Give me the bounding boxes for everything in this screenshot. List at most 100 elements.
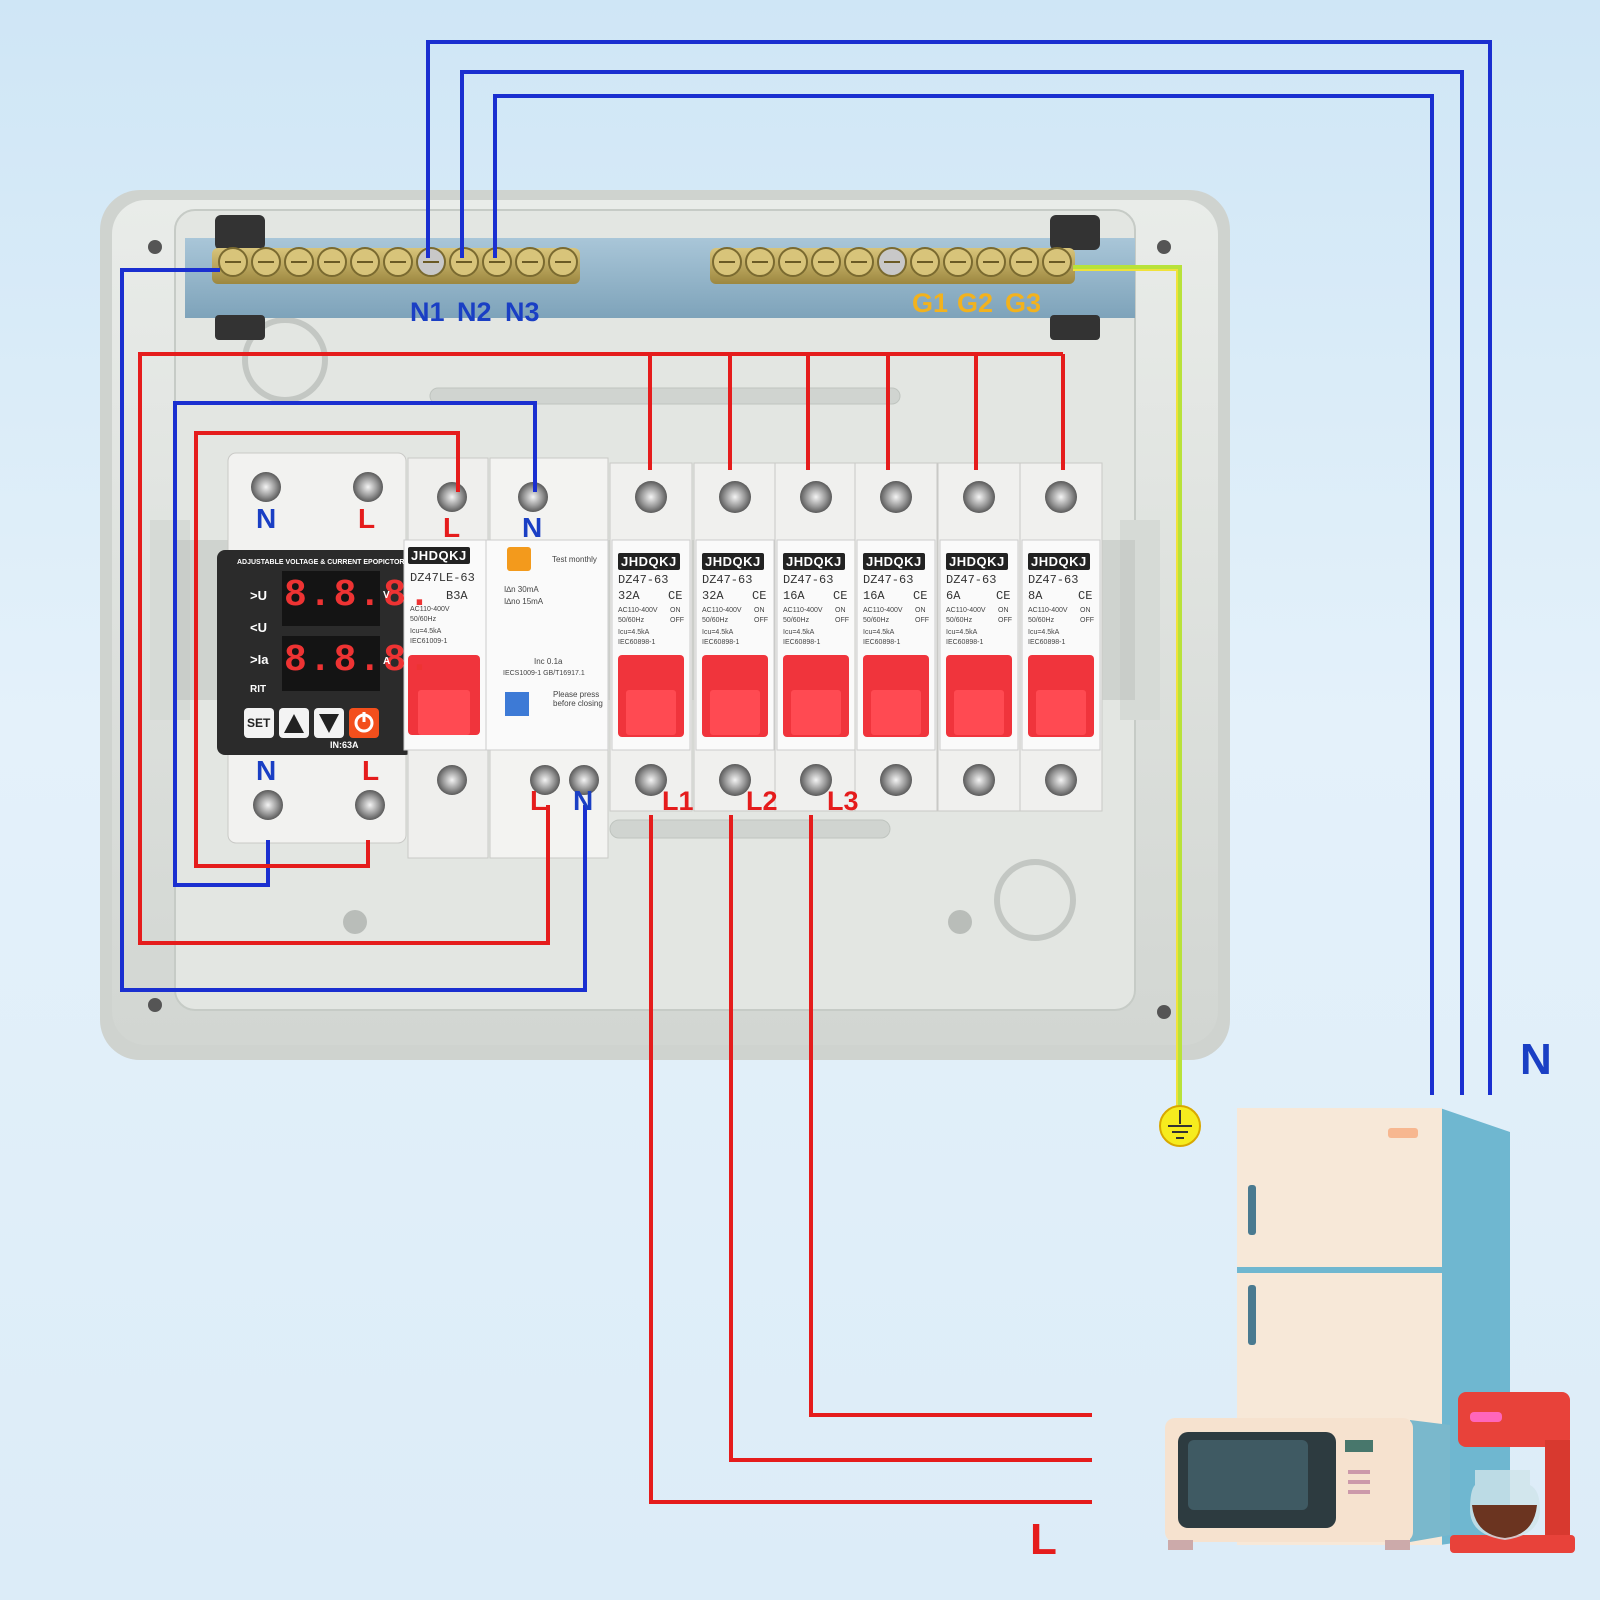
breaker-3-rating: 16A bbox=[783, 589, 805, 603]
breaker-4-spec-frequency: 50/60Hz bbox=[863, 617, 890, 624]
breaker-1-output-label: L1 bbox=[662, 786, 694, 816]
breaker-6-rating: 8A bbox=[1028, 589, 1043, 603]
terminal-screw bbox=[518, 482, 548, 512]
rcbo-spec-icu: Icu=4.5kA bbox=[410, 628, 442, 635]
breaker-4-brand: JHDQKJ bbox=[863, 553, 925, 570]
breaker-1-top-screw bbox=[635, 481, 667, 513]
voltage-display: 8.8.8. bbox=[284, 574, 433, 617]
breaker-bank bbox=[609, 462, 1103, 812]
output-wire-l2 bbox=[729, 815, 1092, 1462]
terminal-screw bbox=[437, 482, 467, 512]
breaker-3-model: DZ47-63 bbox=[783, 573, 834, 587]
rcbo-idn: I∆n 30mA bbox=[504, 585, 539, 594]
breaker-3-brand: JHDQKJ bbox=[783, 553, 845, 570]
breaker-5-on-label: ON bbox=[998, 607, 1009, 614]
breaker-1-on-label: ON bbox=[670, 607, 681, 614]
rcbo-press-text: Please press before closing bbox=[553, 690, 603, 708]
live-main-label: L bbox=[1030, 1515, 1057, 1564]
terminal-screw bbox=[355, 790, 385, 820]
rcbo-spec-voltage: AC110-400V bbox=[410, 606, 450, 613]
breaker-2-off-label: OFF bbox=[754, 617, 768, 624]
breaker-4-bottom-screw bbox=[880, 764, 912, 796]
breaker-1-rating: 32A bbox=[618, 589, 640, 603]
breaker-3-output-label: L3 bbox=[827, 786, 859, 816]
breaker-5-spec-icu: Icu=4.5kA bbox=[946, 629, 978, 636]
rcbo-rating: B3A bbox=[446, 589, 468, 603]
meter-neutral-wire bbox=[173, 401, 537, 887]
breaker-6-on-label: ON bbox=[1080, 607, 1091, 614]
meter-top-l-label: L bbox=[358, 503, 376, 534]
breaker-3-spec-frequency: 50/60Hz bbox=[783, 617, 810, 624]
rcbo-spec-frequency: 50/60Hz bbox=[410, 616, 437, 623]
rcbo-model: DZ47LE-63 bbox=[410, 571, 475, 585]
breaker-3-ce-mark: CE bbox=[833, 589, 848, 603]
ground-label-g1: G1 bbox=[912, 288, 949, 318]
terminal-screw bbox=[253, 790, 283, 820]
breaker-6-spec-frequency: 50/60Hz bbox=[1028, 617, 1055, 624]
breaker-4-spec-voltage: AC110-400V bbox=[863, 607, 903, 614]
breaker-1-spec-standard: IEC60898-1 bbox=[618, 639, 656, 646]
earth-symbol bbox=[1159, 1105, 1201, 1147]
breaker-2-spec-standard: IEC60898-1 bbox=[702, 639, 740, 646]
neutral-wire-n2 bbox=[460, 70, 1464, 1095]
terminal-screw bbox=[353, 472, 383, 502]
rcbo-idno: I∆no 15mA bbox=[504, 597, 544, 606]
breaker-2-spec-icu: Icu=4.5kA bbox=[702, 629, 734, 636]
breaker-3-spec-voltage: AC110-400V bbox=[783, 607, 823, 614]
breaker-1-spec-frequency: 50/60Hz bbox=[618, 617, 645, 624]
breaker-4-off-label: OFF bbox=[915, 617, 929, 624]
terminal-screws bbox=[251, 472, 599, 820]
current-unit: A bbox=[383, 656, 391, 667]
breaker-2-output-label: L2 bbox=[746, 786, 778, 816]
meter-set-button[interactable]: SET bbox=[247, 716, 271, 730]
breaker-3-bottom-screw bbox=[800, 764, 832, 796]
breaker-1-spec-voltage: AC110-400V bbox=[618, 607, 658, 614]
breaker-6-model: DZ47-63 bbox=[1028, 573, 1079, 587]
terminal-screw bbox=[530, 765, 560, 795]
breaker-3-off-label: OFF bbox=[835, 617, 849, 624]
breaker-3-spec-standard: IEC60898-1 bbox=[783, 639, 821, 646]
breaker-4-ce-mark: CE bbox=[913, 589, 928, 603]
neutral-wire-n1 bbox=[426, 40, 1492, 1095]
meter-rating: IN:63A bbox=[330, 740, 359, 750]
breaker-4-model: DZ47-63 bbox=[863, 573, 914, 587]
neutral-supply-wire bbox=[120, 268, 587, 992]
breaker-6-off-label: OFF bbox=[1080, 617, 1094, 624]
breaker-4-rating: 16A bbox=[863, 589, 885, 603]
rcbo-top-n-label: N bbox=[522, 512, 543, 543]
breaker-1-off-label: OFF bbox=[670, 617, 684, 624]
breaker-5-rating: 6A bbox=[946, 589, 961, 603]
neutral-label-n1: N1 bbox=[410, 297, 445, 327]
breaker-5-bottom-screw bbox=[963, 764, 995, 796]
breaker-5-spec-frequency: 50/60Hz bbox=[946, 617, 973, 624]
terminal-screw bbox=[569, 765, 599, 795]
rcbo-bottom-l-label: L bbox=[530, 785, 548, 816]
neutral-main-label: N bbox=[1520, 1035, 1552, 1084]
breaker-5-off-label: OFF bbox=[998, 617, 1012, 624]
meter-top-n-label: N bbox=[256, 503, 277, 534]
meter-over-current-label: >Ia bbox=[250, 652, 269, 667]
output-wire-l1 bbox=[649, 815, 1092, 1504]
coffee-maker-icon bbox=[1450, 1392, 1575, 1553]
rcbo-spec-standard: IEC61009-1 bbox=[410, 638, 448, 645]
terminal-screw bbox=[437, 765, 467, 795]
ground-label-g3: G3 bbox=[1005, 288, 1042, 318]
breaker-2-model: DZ47-63 bbox=[702, 573, 753, 587]
rcbo-test-text: Test monthly bbox=[552, 555, 597, 564]
neutral-wire-n3 bbox=[493, 94, 1434, 1095]
neutral-label-n2: N2 bbox=[457, 297, 492, 327]
breaker-6-ce-mark: CE bbox=[1078, 589, 1093, 603]
breaker-1-spec-icu: Icu=4.5kA bbox=[618, 629, 650, 636]
rcbo-top-l-label: L bbox=[443, 512, 461, 543]
breaker-3-spec-icu: Icu=4.5kA bbox=[783, 629, 815, 636]
breaker-5-spec-standard: IEC60898-1 bbox=[946, 639, 984, 646]
neutral-terminal-bar bbox=[212, 247, 580, 284]
meter-title: ADJUSTABLE VOLTAGE & CURRENT EPOPICTOR bbox=[237, 559, 405, 566]
meter-over-voltage-label: >U bbox=[250, 588, 267, 603]
live-busbar-wire bbox=[138, 352, 1063, 945]
breaker-1-ce-mark: CE bbox=[668, 589, 683, 603]
breaker-6-brand: JHDQKJ bbox=[1028, 553, 1090, 570]
breaker-6-spec-voltage: AC110-400V bbox=[1028, 607, 1068, 614]
